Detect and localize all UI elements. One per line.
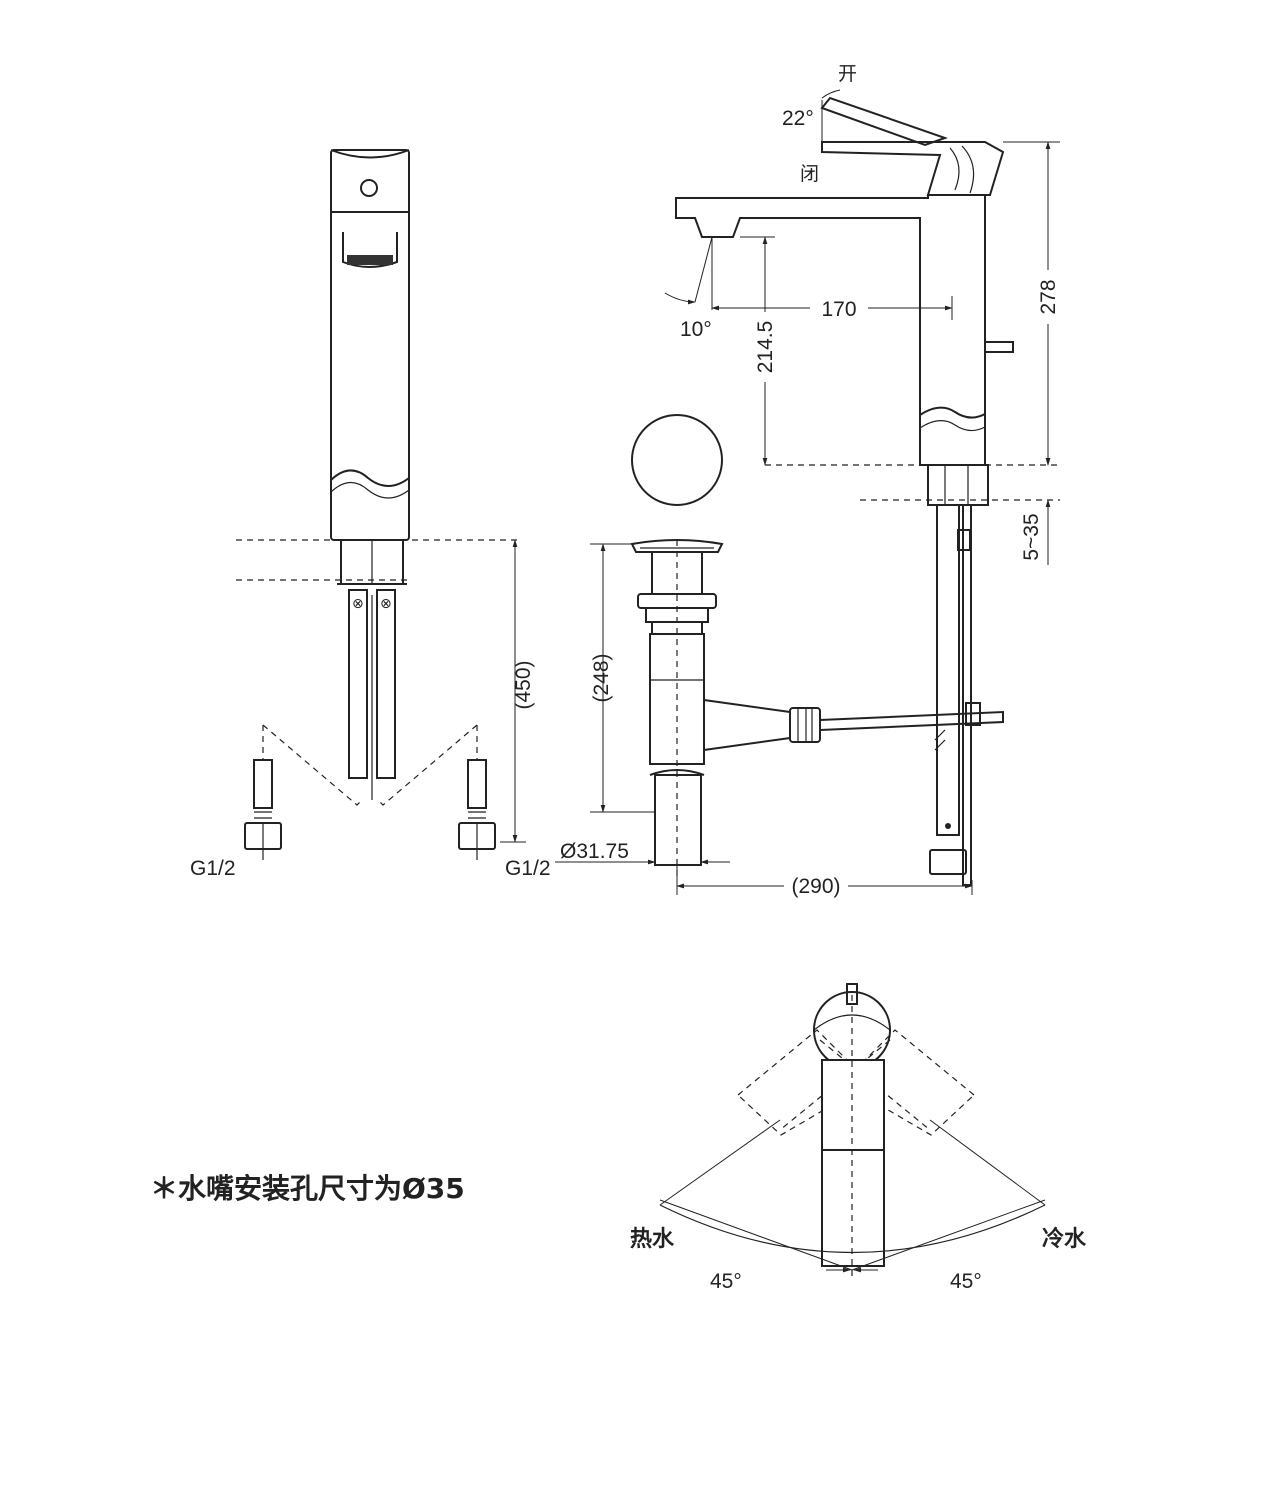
angle-hot-label: 45° xyxy=(710,1270,742,1293)
lever-open xyxy=(820,96,949,147)
drain-cap xyxy=(630,539,724,553)
front-view: ⊗ ⊗ (450) G1/2 G1/2 xyxy=(190,149,551,880)
front-hose-marks: ⊗ xyxy=(352,595,364,611)
open-label: 开 xyxy=(838,63,857,85)
dim-290-label: (290) xyxy=(791,875,840,898)
dim-535-label: 5~35 xyxy=(1020,513,1043,560)
side-hose xyxy=(936,504,960,836)
linkage-rod xyxy=(819,710,1004,731)
dim-278-label: 278 xyxy=(1037,279,1060,314)
swing-arc xyxy=(659,1204,1046,1253)
front-hose-break-left xyxy=(262,724,363,806)
angle-22-label: 22° xyxy=(782,107,814,130)
hot-water-label: 热水 xyxy=(630,1226,675,1252)
dim-2145-label: 214.5 xyxy=(754,321,777,374)
dim-170-label: 170 xyxy=(821,298,856,321)
top-spout xyxy=(821,1059,885,1267)
side-hose-nut xyxy=(929,849,967,875)
dim-d3175-label: Ø31.75 xyxy=(560,840,629,863)
cold-water-label: 冷水 xyxy=(1042,1226,1087,1252)
install-note: ＊水嘴安装孔尺寸为Ø35 xyxy=(150,1172,465,1205)
angle-10-label: 10° xyxy=(680,318,712,341)
side-shank xyxy=(927,464,989,506)
front-wave-line-2 xyxy=(330,481,410,499)
front-aerator xyxy=(342,232,398,268)
drain-linkage-housing xyxy=(703,699,791,751)
right-hose-end xyxy=(467,759,487,809)
front-hose-left xyxy=(348,589,368,779)
front-aerator-mesh xyxy=(347,255,393,265)
dim-248-label: (248) xyxy=(590,653,613,702)
thread-label-right: G1/2 xyxy=(505,857,551,880)
front-lever-button xyxy=(360,179,378,197)
front-lever-top xyxy=(330,149,410,159)
closed-label: 闭 xyxy=(800,163,819,185)
drain-linkage-nut xyxy=(789,707,821,743)
front-wave-line xyxy=(330,469,410,487)
front-hose-marks-2: ⊗ xyxy=(380,595,392,611)
popup-rod xyxy=(962,504,972,886)
top-popup-knob xyxy=(846,983,858,1005)
lever-closed xyxy=(821,141,1005,196)
left-hose-end xyxy=(253,759,273,809)
side-view: 开 22° 闭 10° 170 214.5 278 xyxy=(555,63,1062,898)
popup-knob xyxy=(984,341,1014,353)
side-faucet-body xyxy=(675,194,986,466)
top-view: 热水 冷水 45° 45° xyxy=(630,983,1087,1293)
front-faucet-body xyxy=(330,149,410,541)
front-hose-right xyxy=(376,589,396,779)
front-hose-break-right xyxy=(377,724,478,806)
side-wave-line xyxy=(919,406,986,419)
dim-450-label: (450) xyxy=(512,660,535,709)
drain-tailpipe xyxy=(654,774,702,866)
angle-cold-label: 45° xyxy=(950,1270,982,1293)
drain-cap-top-view xyxy=(631,414,723,506)
thread-label-left: G1/2 xyxy=(190,857,236,880)
